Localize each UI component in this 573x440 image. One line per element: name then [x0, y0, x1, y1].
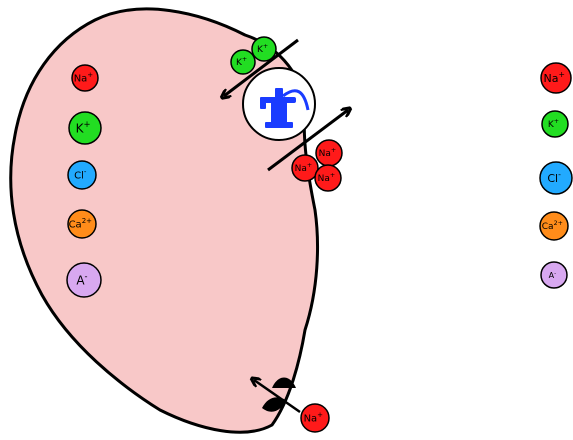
- inside-na-ion: Na+: [72, 65, 98, 91]
- pump-k-ion: K+: [231, 50, 255, 74]
- outside-na-ion: Na+: [541, 63, 571, 93]
- sodium-potassium-pump: [243, 68, 315, 140]
- inside-cl-ion: Cl-: [68, 161, 96, 189]
- outside-k-ion: K+: [542, 111, 568, 137]
- outside-ca-ion: Ca2+: [540, 212, 568, 240]
- pump-k-ion: K+: [252, 37, 276, 61]
- inside-ca-ion: Ca2+: [68, 210, 96, 238]
- pump-na-ion: Na+: [292, 155, 318, 181]
- outside-ion-list: Na+ K+ Cl- Ca2+ A-: [540, 63, 572, 288]
- channel-na-ion: Na+: [301, 404, 329, 432]
- outside-cl-ion: Cl-: [540, 162, 572, 194]
- pump-na-ion: Na+: [315, 165, 341, 191]
- channel-na-ion: Na+: [301, 404, 329, 432]
- outside-a-ion: A-: [541, 262, 567, 288]
- inside-k-ion: K+: [69, 112, 101, 144]
- pump-na-ion: Na+: [316, 140, 342, 166]
- inside-a-ion: A-: [67, 263, 101, 297]
